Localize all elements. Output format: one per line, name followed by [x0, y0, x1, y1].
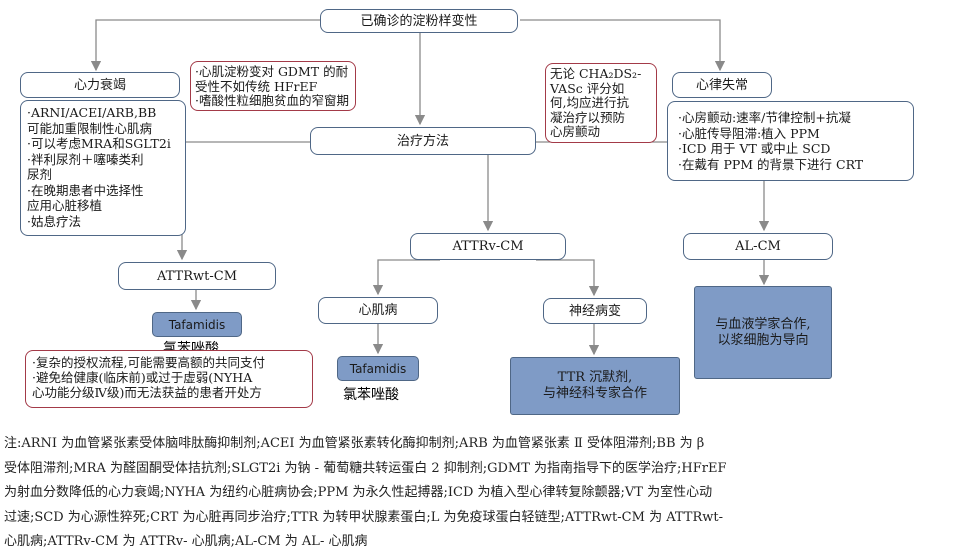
footnote-line: 过速;SCD 为心源性猝死;CRT 为心脏再同步治疗;TTR 为转甲状腺素蛋白;…: [4, 509, 723, 525]
attrwt-note-line: ·复杂的授权流程,可能需要高额的共同支付: [32, 355, 265, 370]
root-label: 已确诊的淀粉样变性: [360, 13, 478, 29]
attrv-neuro-action: TTR 沉默剂, 与神经科专家合作: [510, 357, 680, 415]
arrow-attrv-neuro: [536, 259, 600, 297]
attrv-tafamidis-box: Tafamidis: [337, 356, 419, 381]
heart-failure-list: ·ARNI/ACEI/ARB,BB 可能加重限制性心肌病 ·可以考虑MRA和SG…: [20, 100, 186, 236]
attrwt-title: ATTRwt-CM: [156, 268, 238, 284]
attrv-neuro-node: 神经病变: [543, 298, 647, 324]
treatment-node: 治疗方法: [310, 127, 536, 155]
flowchart: 已确诊的淀粉样变性 心力衰竭 ·ARNI/ACEI/ARB,BB 可能加重限制性…: [20, 9, 914, 415]
heart-failure-line: 可能加重限制性心肌病: [27, 120, 153, 136]
al-action-text: 与血液学家合作, 以浆细胞为导向: [715, 316, 811, 348]
gdmt-note-line: 受性不如传统 HFrEF: [195, 78, 318, 94]
treatment-label: 治疗方法: [396, 133, 449, 149]
attrv-cardio-title: 心肌病: [358, 303, 398, 318]
arrow-root-arrhythmia: [520, 19, 726, 72]
attrv-drug-cn: 氯苯唑酸: [343, 387, 399, 403]
al-title: AL-CM: [735, 239, 781, 254]
attrwt-note: ·复杂的授权流程,可能需要高额的共同支付 ·避免给健康(临床前)或过于虚弱(NY…: [25, 350, 313, 408]
arrhythmia-line: ·在戴有 PPM 的背景下进行 CRT: [678, 156, 864, 172]
anticoag-line: 心房颤动: [550, 124, 601, 139]
attrwt-tafamidis-box: Tafamidis: [152, 312, 242, 337]
attrv-title: ATTRv-CM: [452, 239, 524, 254]
heart-failure-node: 心力衰竭: [20, 72, 180, 98]
arrhythmia-line: ·ICD 用于 VT 或中止 SCD: [678, 141, 831, 156]
arrhythmia-line: ·心房颤动:速率/节律控制+抗凝: [678, 110, 851, 125]
attrv-neuro-title: 神经病变: [568, 303, 621, 319]
arrow-treatment-attrwt: [176, 141, 310, 261]
heart-failure-line: 尿剂: [27, 167, 53, 182]
gdmt-note-line: ·嗜酸性粒细胞贫血的窄窗期: [195, 93, 349, 108]
arrhythmia-node: 心律失常: [672, 72, 772, 98]
gdmt-note: ·心肌淀粉变对 GDMT 的耐 受性不如传统 HFrEF ·嗜酸性粒细胞贫血的窄…: [190, 61, 356, 111]
attrv-neuro-action-text: TTR 沉默剂, 与神经科专家合作: [542, 370, 647, 401]
arrow-root-heart-failure: [90, 19, 320, 72]
anticoag-line: VASc 评分如: [550, 80, 625, 96]
arrhythmia-title: 心律失常: [695, 77, 748, 93]
footnote-line: 注:ARNI 为血管紧张素受体脑啡肽酶抑制剂;ACEI 为血管紧张素转化酶抑制剂…: [4, 436, 705, 451]
arrhythmia-list: ·心房颤动:速率/节律控制+抗凝 ·心脏传导阻滞:植入 PPM ·ICD 用于 …: [667, 101, 914, 181]
heart-failure-line: ·在晚期患者中选择性: [27, 182, 144, 198]
heart-failure-line: ·ARNI/ACEI/ARB,BB: [27, 105, 157, 120]
arrhythmia-line: ·心脏传导阻滞:植入 PPM: [678, 125, 820, 141]
anticoag-note: 无论 CHA₂DS₂- VASc 评分如 何,均应进行抗 凝治疗以预防 心房颤动: [545, 63, 657, 143]
arrow-attrwt-tafamidis: [182, 288, 202, 311]
footnote-line: 为射血分数降低的心力衰竭;NYHA 为纽约心脏病协会;PPM 为永久性起搏器;I…: [4, 485, 713, 500]
anticoag-line: 无论 CHA₂DS₂-: [550, 66, 642, 81]
heart-failure-line: ·姑息疗法: [27, 213, 81, 229]
heart-failure-line: 应用心脏移植: [27, 198, 103, 213]
heart-failure-line: ·可以考虑MRA和SGLT2i: [27, 136, 171, 151]
attrwt-node: ATTRwt-CM: [118, 262, 276, 290]
anticoag-line: 何,均应进行抗: [550, 95, 629, 110]
gdmt-note-line: ·心肌淀粉变对 GDMT 的耐: [195, 64, 349, 79]
anticoag-line: 凝治疗以预防: [550, 109, 626, 125]
heart-failure-title: 心力衰竭: [73, 77, 126, 93]
footnote-line: 受体阻滞剂;MRA 为醛固酮受体拮抗剂;SLGT2i 为钠 - 葡萄糖共转运蛋白…: [4, 460, 727, 476]
al-action: 与血液学家合作, 以浆细胞为导向: [694, 286, 832, 379]
arrow-attrv-cardio: [372, 259, 440, 296]
footnotes: 注:ARNI 为血管紧张素受体脑啡肽酶抑制剂;ACEI 为血管紧张素转化酶抑制剂…: [4, 432, 976, 555]
root-node: 已确诊的淀粉样变性: [320, 9, 518, 33]
attrwt-tafamidis-label: Tafamidis: [168, 317, 226, 332]
attrv-node: ATTRv-CM: [410, 233, 566, 260]
al-node: AL-CM: [683, 233, 833, 260]
attrwt-note-line: ·避免给健康(临床前)或过于虚弱(NYHA: [32, 370, 253, 385]
footnote-line: 心肌病;ATTRv-CM 为 ATTRv- 心肌病;AL-CM 为 AL- 心肌…: [4, 534, 368, 549]
attrwt-note-line: 心功能分级Ⅳ级)而无法获益的患者开处方: [32, 385, 262, 400]
attrv-tafamidis-label: Tafamidis: [349, 361, 407, 376]
heart-failure-line: ·袢利尿剂＋噻嗪类利: [27, 151, 144, 167]
attrv-cardio-node: 心肌病: [318, 297, 438, 324]
